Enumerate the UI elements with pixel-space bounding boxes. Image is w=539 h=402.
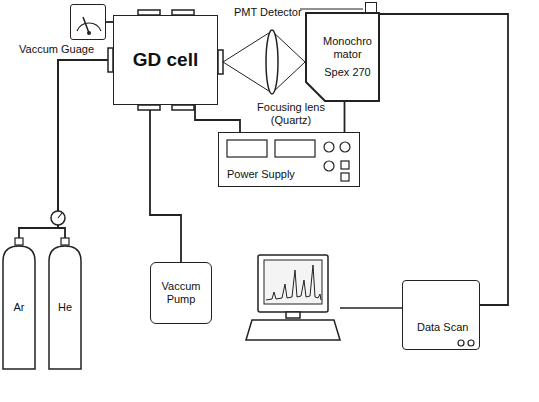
connector-wire	[195, 105, 240, 132]
light-ray	[223, 31, 272, 62]
power-supply: Power Supply	[218, 132, 360, 187]
cell-flange	[172, 105, 194, 110]
quartz-lens	[266, 30, 278, 94]
vacuum-gauge: Vaccum Guage	[70, 4, 106, 40]
device-detail	[77, 23, 101, 31]
connector-wire	[19, 60, 113, 245]
gas-cylinder: Ar	[2, 245, 36, 370]
device-detail	[341, 161, 349, 169]
cylinder-valve	[61, 238, 69, 245]
device-detail	[227, 140, 267, 157]
node-text: PMT Detector	[234, 6, 302, 19]
computer-icon	[258, 255, 328, 312]
vacuum-pump: Vaccum Pump	[150, 262, 212, 324]
device-detail	[275, 140, 315, 157]
gas-regulator	[51, 211, 65, 225]
device-detail	[306, 13, 379, 101]
connector-wire	[344, 102, 346, 132]
light-ray	[223, 62, 272, 93]
monochromator: Monochro matorSpex 270	[305, 12, 381, 102]
node-text: Ar	[14, 301, 25, 314]
node-text: He	[58, 301, 72, 314]
computer-icon	[246, 255, 340, 340]
device-detail	[3, 246, 35, 369]
spectrum-plot	[266, 265, 321, 300]
light-ray	[223, 31, 305, 93]
data-cable	[340, 307, 402, 309]
vacuum-gauge-outline	[71, 5, 107, 41]
device-detail	[340, 142, 350, 152]
gas-regulator	[51, 211, 65, 225]
node-text: Data Scan	[417, 321, 468, 334]
node-text: Vaccum Pump	[154, 280, 208, 305]
node-text: Monochro mator	[319, 35, 377, 60]
computer-icon	[264, 260, 322, 304]
cell-flange	[218, 50, 223, 74]
node-text: Power Supply	[227, 168, 295, 181]
data-scan: Data Scan	[402, 280, 480, 350]
cell-flange	[108, 10, 223, 110]
connector-wire	[58, 60, 113, 245]
device-detail	[468, 340, 474, 346]
connector-wire	[377, 14, 508, 305]
data-scan-outline	[403, 281, 481, 351]
node-text: Vaccum Guage	[19, 43, 94, 56]
device-detail	[83, 17, 89, 33]
device-detail	[49, 246, 81, 369]
node-text: GD cell	[133, 49, 198, 71]
part-label: Focusing lens (Quartz)	[250, 101, 332, 127]
connector-wire	[150, 105, 181, 262]
cell-flange	[138, 105, 160, 110]
device-detail	[458, 340, 464, 346]
cylinder-valve	[15, 238, 69, 245]
connector-wire	[106, 21, 113, 23]
device-detail	[324, 161, 334, 171]
computer-icon	[286, 312, 300, 318]
device-detail	[341, 173, 349, 181]
gd-cell: GD cell	[113, 15, 218, 105]
device-detail	[87, 31, 91, 35]
leader-line	[300, 9, 363, 10]
gas-regulator	[58, 213, 62, 218]
computer-icon	[246, 320, 340, 340]
device-detail	[324, 142, 334, 152]
gas-cylinder: He	[48, 245, 82, 370]
cylinder-valve	[15, 238, 23, 245]
node-text: Spex 270	[324, 66, 370, 79]
